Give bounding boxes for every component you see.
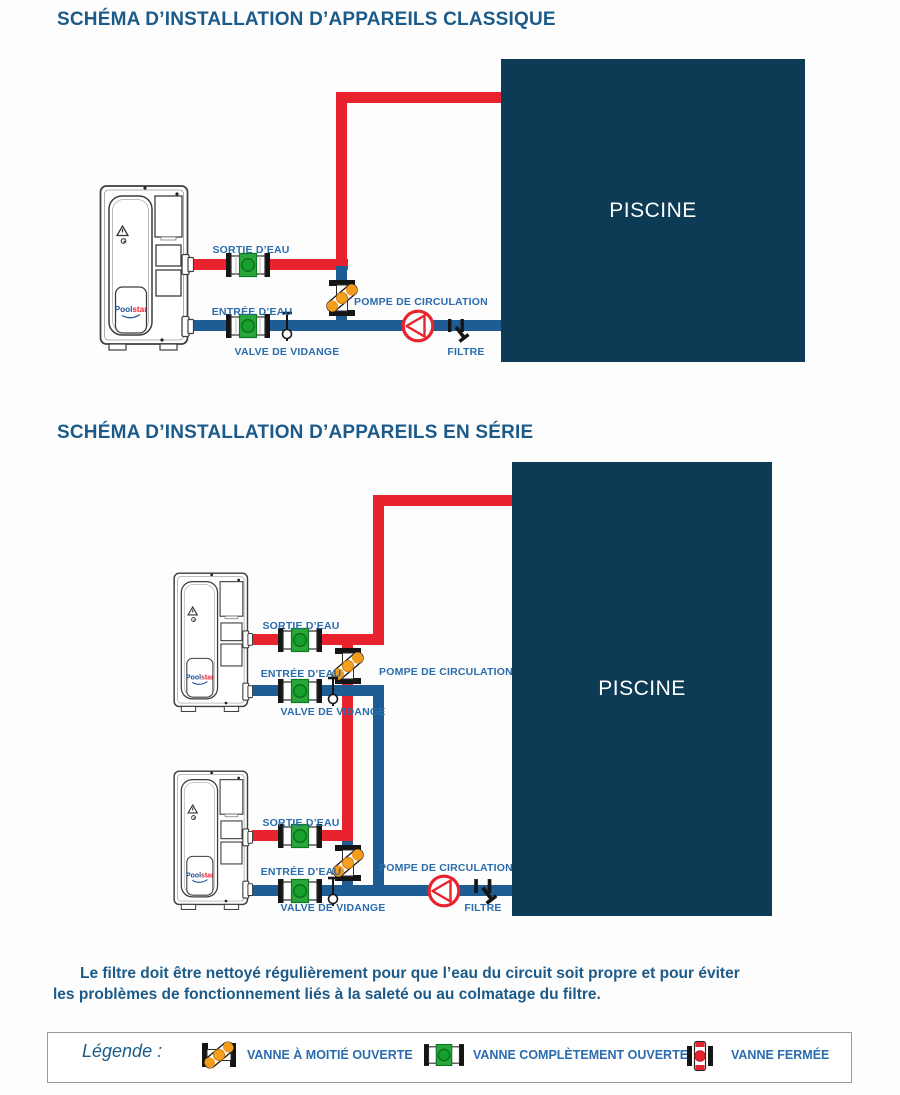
water-inlet-connector bbox=[181, 315, 194, 338]
poolstar-logo: Poolstar bbox=[186, 872, 214, 879]
pompe-circulation-label: POMPE DE CIRCULATION bbox=[379, 666, 513, 678]
pompe-circulation-label: POMPE DE CIRCULATION bbox=[354, 296, 488, 308]
open-valve-icon bbox=[424, 1044, 464, 1066]
poolstar-logo: Poolstar bbox=[186, 674, 214, 681]
circulation-pump-icon bbox=[427, 874, 461, 908]
water-outlet-connector bbox=[242, 630, 253, 649]
open-valve-icon bbox=[226, 313, 270, 339]
cold-inlet-pipe-unit-b bbox=[252, 885, 512, 896]
water-outlet-connector bbox=[242, 828, 253, 847]
water-inlet-connector bbox=[242, 880, 253, 899]
heat-pump-unit: Poolstar bbox=[173, 770, 253, 910]
open-valve-icon bbox=[226, 252, 270, 278]
diagram1-title: SCHÉMA D’INSTALLATION D’APPAREILS CLASSI… bbox=[57, 9, 556, 30]
valve-vidange-label: VALVE DE VIDANGE bbox=[280, 706, 386, 718]
drain-valve-icon bbox=[281, 311, 293, 341]
sortie-eau-label: SORTIE D’EAU bbox=[212, 244, 290, 256]
warning-icon bbox=[115, 224, 130, 244]
open-valve-icon bbox=[278, 678, 322, 704]
filter-note-line1: Le filtre doit être nettoyé régulièremen… bbox=[80, 965, 740, 982]
warning-icon bbox=[187, 605, 199, 622]
circulation-pump-icon bbox=[401, 309, 435, 343]
hot-riser-1 bbox=[336, 92, 347, 270]
pool-1: PISCINE bbox=[501, 59, 805, 362]
hot-pipe-to-pool-2 bbox=[373, 495, 512, 506]
heat-pump-unit: Poolstar bbox=[173, 572, 253, 712]
open-valve-icon bbox=[278, 878, 322, 904]
entree-eau-label: ENTRÉE D’EAU bbox=[260, 668, 342, 680]
valve-vidange-label: VALVE DE VIDANGE bbox=[280, 902, 386, 914]
poolstar-logo: Poolstar bbox=[115, 305, 149, 314]
filtre-label: FILTRE bbox=[464, 902, 502, 914]
pool-2: PISCINE bbox=[512, 462, 772, 916]
cold-riser-2 bbox=[373, 685, 384, 896]
filter-icon bbox=[474, 879, 498, 905]
half-open-valve-icon bbox=[202, 1041, 236, 1069]
series-link-pipe bbox=[342, 640, 353, 841]
filtre-label: FILTRE bbox=[447, 346, 485, 358]
hot-pipe-to-pool-1 bbox=[336, 92, 501, 103]
legend-title: Légende : bbox=[82, 1041, 163, 1061]
heat-pump-unit: Poolstar bbox=[99, 185, 194, 351]
legend-label-closed: VANNE FERMÉE bbox=[731, 1048, 830, 1062]
half-open-valve-icon bbox=[332, 648, 364, 684]
filter-icon bbox=[448, 319, 470, 343]
hot-riser-2 bbox=[373, 495, 384, 645]
pompe-circulation-label: POMPE DE CIRCULATION bbox=[379, 862, 513, 874]
drain-valve-icon bbox=[327, 676, 339, 706]
legend-label-open: VANNE COMPLÈTEMENT OUVERTE bbox=[473, 1048, 689, 1062]
water-inlet-connector bbox=[242, 682, 253, 701]
diagram2-title: SCHÉMA D’INSTALLATION D’APPAREILS EN SÉR… bbox=[57, 422, 534, 443]
pool-1-label: PISCINE bbox=[609, 198, 697, 222]
open-valve-icon bbox=[278, 627, 322, 653]
sortie-eau-label: SORTIE D’EAU bbox=[262, 620, 340, 632]
water-outlet-connector bbox=[181, 253, 194, 276]
sortie-eau-label: SORTIE D’EAU bbox=[262, 817, 340, 829]
entree-eau-label: ENTRÉE D’EAU bbox=[260, 866, 342, 878]
cold-inlet-pipe-1 bbox=[190, 320, 501, 331]
open-valve-icon bbox=[278, 823, 322, 849]
pool-2-label: PISCINE bbox=[598, 677, 686, 700]
filter-note-line2: les problèmes de fonctionnement liés à l… bbox=[53, 986, 601, 1003]
half-open-valve-icon bbox=[326, 280, 358, 316]
entree-eau-label: ENTRÉE D’EAU bbox=[211, 306, 293, 318]
legend-label-half-open: VANNE À MOITIÉ OUVERTE bbox=[247, 1048, 413, 1062]
warning-icon bbox=[187, 803, 199, 820]
half-open-valve-icon bbox=[332, 845, 364, 881]
drain-valve-icon bbox=[327, 876, 339, 906]
closed-valve-icon bbox=[687, 1041, 713, 1071]
valve-vidange-label: VALVE DE VIDANGE bbox=[234, 346, 340, 358]
